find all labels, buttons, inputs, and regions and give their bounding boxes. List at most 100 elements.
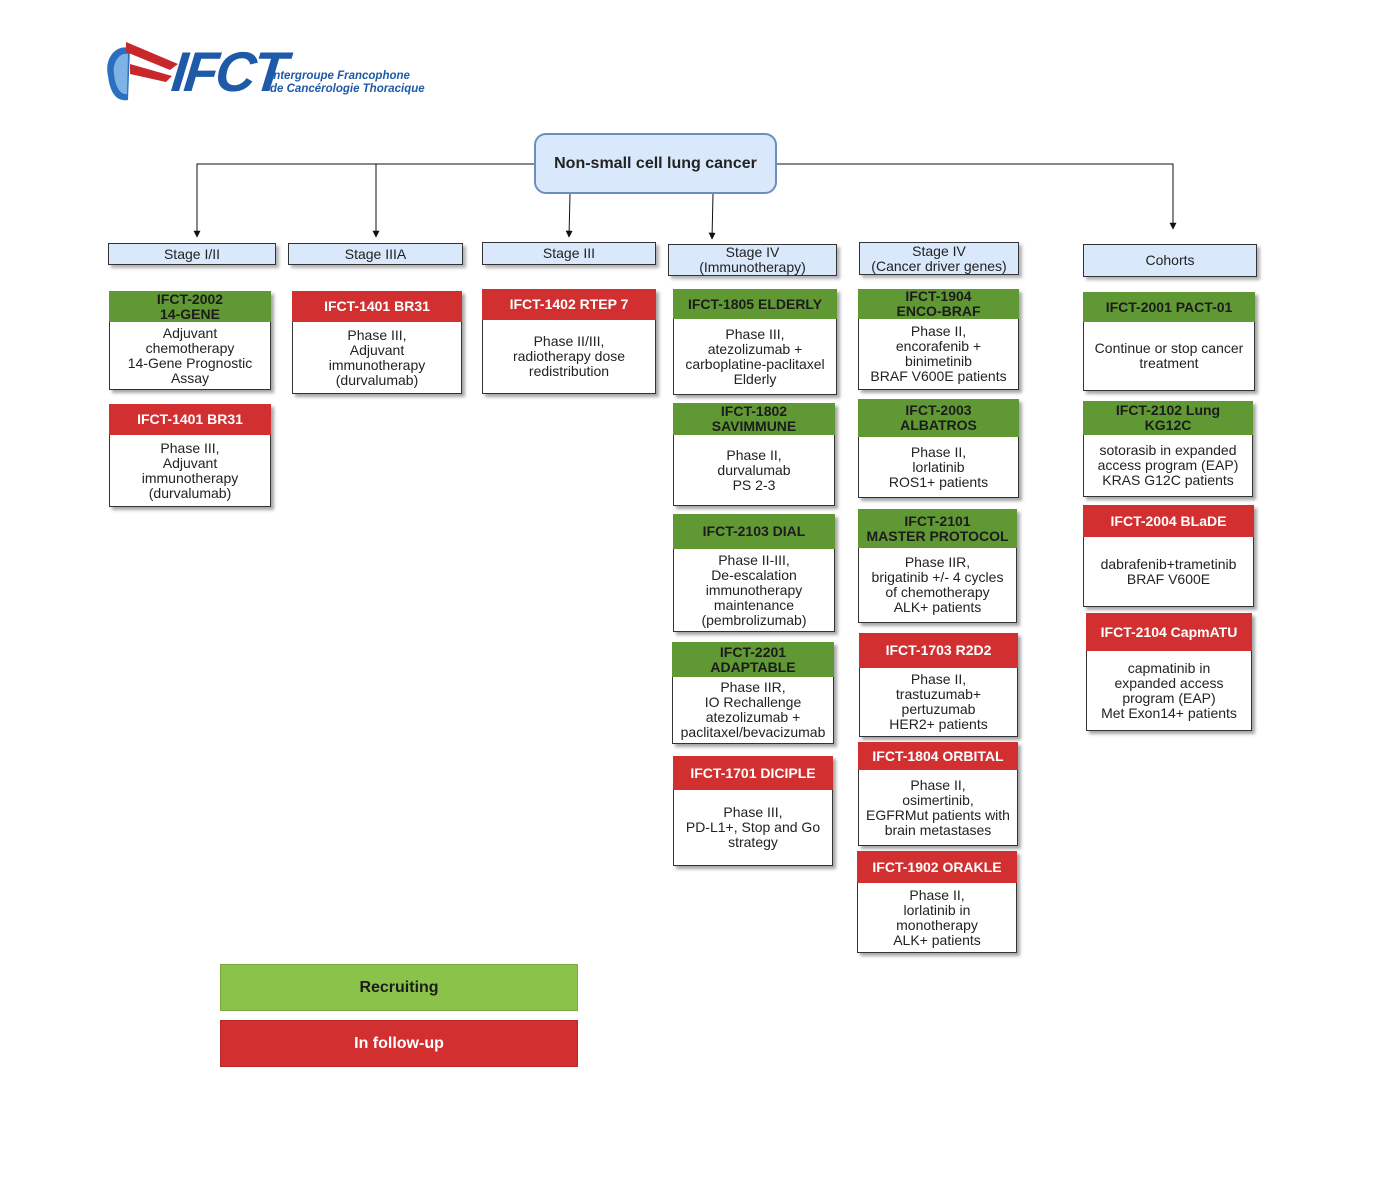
trial-title: IFCT-2001 PACT-01 [1083,292,1255,322]
desc-line: Phase II/III, [533,333,605,349]
desc-line: Phase II, [910,671,967,687]
title-line: IFCT-2102 Lung [1115,402,1221,418]
trial-card: IFCT-2003 ALBATROS Phase II, lorlatinib … [858,399,1019,498]
desc-line: brain metastases [884,821,992,838]
trial-title: IFCT-1802 SAVIMMUNE [673,403,835,435]
desc-line: ALK+ patients [893,599,982,615]
trial-description: Phase III, PD-L1+, Stop and Go strategy [673,790,833,866]
legend-recruiting-label: Recruiting [359,978,439,996]
desc-line: Elderly [733,370,777,387]
stage-header-4-immunotherapy: Stage IV (Immunotherapy) [668,244,837,276]
desc-line: Phase IIR, [904,554,971,570]
desc-line: (pembrolizumab) [701,611,807,628]
trial-description: sotorasib in expanded access program (EA… [1083,435,1253,497]
trial-description: dabrafenib+trametinib BRAF V600E [1083,537,1254,607]
desc-line: EGFRMut patients with [866,806,1010,823]
trial-title: IFCT-2102 Lung KG12C [1083,401,1253,435]
desc-line: brigatinib +/- 4 cycles [871,569,1004,585]
desc-line: treatment [1139,355,1199,371]
desc-line: Adjuvant [349,341,405,358]
desc-line: PS 2-3 [732,476,776,493]
desc-line: lorlatinib [912,458,965,475]
desc-line: Phase II-III, [718,551,790,568]
desc-line: Phase III, [160,439,220,456]
trial-description: Phase II/III, radiotherapy dose redistri… [482,320,656,394]
title-line: IFCT-1701 DICIPLE [690,764,816,781]
desc-line: maintenance [713,596,795,613]
title-line: SAVIMMUNE [711,418,797,434]
stage-line: Cohorts [1145,252,1195,268]
trial-card: IFCT-2104 CapmATU capmatinib in expanded… [1086,613,1252,731]
desc-line: BRAF V600E patients [870,368,1007,384]
desc-line: dabrafenib+trametinib [1100,555,1237,572]
desc-line: Phase II, [910,323,967,339]
trial-card: IFCT-1401 BR31 Phase III, Adjuvant immun… [292,291,462,394]
desc-line: BRAF V600E [1126,570,1211,587]
trial-title: IFCT-1902 ORAKLE [857,851,1017,883]
title-line: IFCT-1402 RTEP 7 [509,296,629,312]
desc-line: paclitaxel/bevacizumab [680,724,826,740]
desc-line: sotorasib in expanded [1099,442,1237,458]
trial-title: IFCT-1701 DICIPLE [673,756,833,790]
title-line: IFCT-2103 DIAL [702,523,806,539]
stage-header-3a: Stage IIIA [288,243,463,265]
desc-line: immunotherapy [705,581,803,598]
title-line: ADAPTABLE [710,658,796,675]
trial-card: IFCT-2101 MASTER PROTOCOL Phase IIR, bri… [858,509,1017,623]
title-line: IFCT-1904 [905,288,972,304]
desc-line: redistribution [528,363,610,379]
connector-stage-1-2 [193,163,534,238]
trial-card: IFCT-1804 ORBITAL Phase II, osimertinib,… [858,742,1018,846]
trial-description: Phase III, Adjuvant immunotherapy (durva… [292,322,462,394]
desc-line: program (EAP) [1122,689,1216,706]
trial-card: IFCT-2102 Lung KG12C sotorasib in expand… [1083,401,1253,497]
trial-description: Phase II-III, De-escalation immunotherap… [673,549,835,632]
trial-description: Phase IIR, IO Rechallenge atezolizumab +… [672,677,834,744]
title-line: IFCT-2003 [905,402,972,418]
desc-line: Adjuvant [162,454,218,471]
desc-line: immunotherapy [141,469,239,486]
desc-line: lorlatinib in [903,901,971,918]
desc-line: Phase III, [723,804,783,820]
desc-line: binimetinib [905,353,972,369]
desc-line: Phase IIR, [720,679,786,695]
stage-header-4-driver-genes: Stage IV (Cancer driver genes) [859,242,1019,275]
desc-line: 14-Gene Prognostic [127,354,253,371]
stage-line: (Immunotherapy) [699,259,806,275]
trial-description: Continue or stop cancer treatment [1083,322,1255,391]
desc-line: pertuzumab [901,701,976,717]
trial-card: IFCT-2002 14-GENE Adjuvant chemotherapy … [109,291,271,390]
lung-icon [107,42,178,101]
trial-title: IFCT-1904 ENCO-BRAF [858,289,1019,319]
logo-subtitle: Intergroupe Francophone de Cancérologie … [270,70,425,96]
trial-title: IFCT-1401 BR31 [292,291,462,322]
trial-title: IFCT-1805 ELDERLY [673,289,837,319]
desc-line: radiotherapy dose [512,348,626,364]
stage-line: Stage I/II [163,245,221,262]
trial-card: IFCT-1805 ELDERLY Phase III, atezolizuma… [673,289,837,395]
title-line: IFCT-2001 PACT-01 [1105,298,1233,315]
title-line: IFCT-2004 BLaDE [1110,512,1227,529]
desc-line: Phase II, [910,443,967,460]
trial-title: IFCT-1703 R2D2 [859,633,1018,668]
desc-line: Met Exon14+ patients [1101,704,1237,721]
title-line: ALBATROS [900,417,977,433]
trial-description: Phase III, Adjuvant immunotherapy (durva… [109,435,271,507]
desc-line: Assay [170,369,210,386]
desc-line: carboplatine-paclitaxel [685,355,825,372]
title-line: 14-GENE [160,305,220,322]
desc-line: Phase III, [347,326,407,343]
trial-description: Phase II, trastuzumab+ pertuzumab HER2+ … [859,668,1018,737]
trial-card: IFCT-2201 ADAPTABLE Phase IIR, IO Rechal… [672,642,834,744]
trial-description: Phase II, durvalumab PS 2-3 [673,435,835,506]
ifct-logo: IFCT Intergroupe Francophone de Cancérol… [100,40,425,110]
trial-card: IFCT-1701 DICIPLE Phase III, PD-L1+, Sto… [673,756,833,866]
logo-subtitle-line-1: Intergroupe Francophone [270,70,410,82]
trial-description: Phase IIR, brigatinib +/- 4 cycles of ch… [858,548,1017,623]
title-line: IFCT-2002 [156,290,224,307]
logo-subtitle-line-2: de Cancérologie Thoracique [270,83,425,95]
desc-line: Adjuvant [162,324,218,341]
desc-line: (durvalumab) [335,371,419,388]
trial-description: Phase II, osimertinib, EGFRMut patients … [858,770,1018,846]
